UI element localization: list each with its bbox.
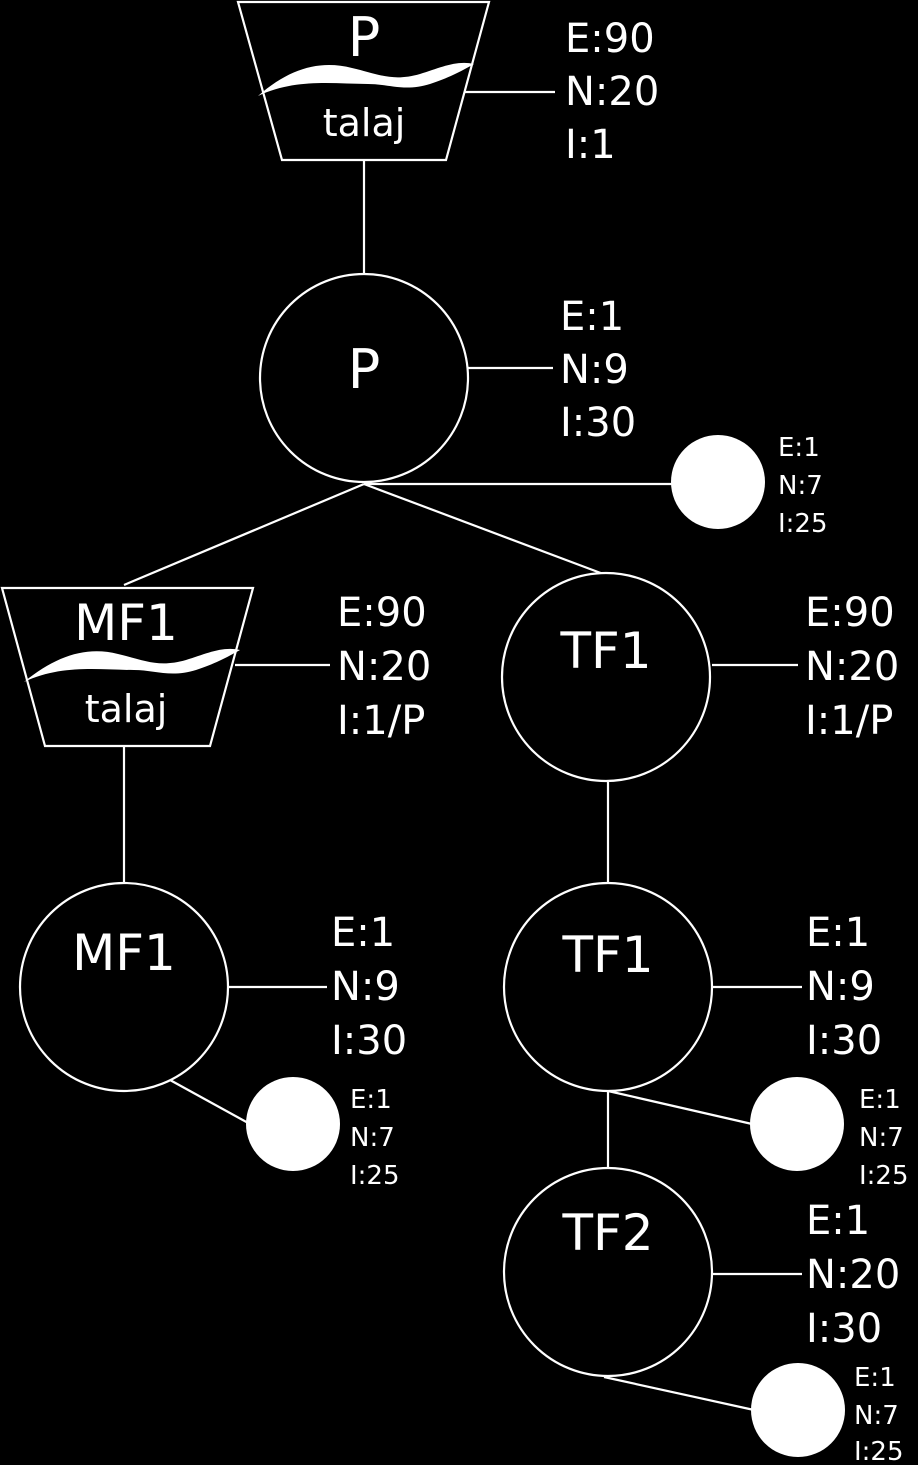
- node-label: P: [348, 338, 381, 401]
- node-label: TF1: [561, 926, 653, 984]
- node-label: P: [348, 6, 381, 69]
- node-circle: [502, 1166, 714, 1378]
- dot-tf2: E:1 N:7 I:25: [751, 1363, 904, 1465]
- stat-i: I:30: [806, 1306, 882, 1352]
- dot-stat-i: I:25: [350, 1161, 400, 1191]
- stats-ppot: E:90 N:20 I:1: [565, 16, 659, 168]
- dot-stat-e: E:1: [859, 1085, 901, 1115]
- dot-stat-e: E:1: [350, 1085, 392, 1115]
- dot-mf1: E:1 N:7 I:25: [246, 1077, 400, 1191]
- stat-i: I:30: [331, 1018, 407, 1064]
- stats-tf2: E:1 N:20 I:30: [806, 1198, 900, 1352]
- stat-e: E:90: [565, 16, 655, 62]
- dot-stat-i: I:25: [854, 1437, 904, 1465]
- connectors: [122, 90, 802, 1412]
- node-label: TF1: [559, 622, 651, 680]
- stat-n: N:20: [337, 644, 431, 690]
- node-circle: [18, 881, 230, 1093]
- dot-stat-n: N:7: [778, 471, 823, 501]
- stat-n: N:20: [806, 1252, 900, 1298]
- stat-i: I:30: [560, 400, 636, 446]
- dot-stat-e: E:1: [778, 433, 820, 463]
- node-label: MF1: [74, 594, 178, 652]
- dot-circle: [750, 1077, 844, 1171]
- node-label: MF1: [72, 924, 176, 982]
- circle-node-tf1-top: TF1: [500, 571, 712, 783]
- node-circle: [500, 571, 712, 783]
- edge-tf2-dot: [603, 1375, 755, 1412]
- node-circle: [258, 272, 470, 484]
- stat-e: E:90: [337, 590, 427, 636]
- dot-circle: [246, 1077, 340, 1171]
- stats-mf1: E:1 N:9 I:30: [331, 910, 407, 1064]
- pot-node-mf1: MF1 talaj: [0, 586, 255, 748]
- stats-tf1: E:1 N:9 I:30: [806, 910, 882, 1064]
- dot-stat-n: N:7: [854, 1401, 899, 1431]
- stat-i: I:1/P: [805, 698, 893, 744]
- stat-e: E:1: [331, 910, 395, 956]
- dot-stat-i: I:25: [859, 1161, 909, 1191]
- dot-circle: [751, 1363, 845, 1457]
- circle-node-tf1: TF1: [502, 881, 714, 1093]
- circle-node-tf2: TF2: [502, 1166, 714, 1378]
- dot-stat-n: N:7: [350, 1123, 395, 1153]
- node-label: TF2: [561, 1204, 653, 1262]
- stat-n: N:9: [331, 964, 400, 1010]
- edge-p-tf1top: [363, 482, 607, 577]
- stat-n: N:20: [565, 69, 659, 115]
- stat-n: N:9: [560, 347, 629, 393]
- node-sublabel: talaj: [85, 687, 168, 731]
- stat-e: E:1: [806, 910, 870, 956]
- dot-stat-n: N:7: [859, 1123, 904, 1153]
- stats-p: E:1 N:9 I:30: [560, 294, 636, 446]
- stat-i: I:1: [565, 122, 616, 168]
- stat-n: N:20: [805, 644, 899, 690]
- stat-i: I:1/P: [337, 698, 425, 744]
- pot-node-p: P talaj: [236, 0, 491, 162]
- edge-tf1-dot: [607, 1089, 753, 1126]
- circle-node-mf1: MF1: [18, 881, 230, 1093]
- stats-tf1top: E:90 N:20 I:1/P: [805, 590, 899, 744]
- stat-e: E:1: [806, 1198, 870, 1244]
- dot-tf1: E:1 N:7 I:25: [750, 1077, 909, 1191]
- soil-wave-icon: [258, 62, 474, 96]
- node-circle: [502, 881, 714, 1093]
- soil-wave-icon: [24, 648, 240, 682]
- circle-node-p: P: [258, 272, 470, 484]
- stat-e: E:90: [805, 590, 895, 636]
- dot-circle: [671, 435, 765, 529]
- dot-stat-i: I:25: [778, 509, 828, 539]
- stat-n: N:9: [806, 964, 875, 1010]
- stats-mf1pot: E:90 N:20 I:1/P: [337, 590, 431, 744]
- dot-stat-e: E:1: [854, 1363, 896, 1393]
- node-sublabel: talaj: [323, 101, 406, 145]
- stat-i: I:30: [806, 1018, 882, 1064]
- dot-p: E:1 N:7 I:25: [671, 433, 828, 539]
- stat-e: E:1: [560, 294, 624, 340]
- edge-mf1-dot: [169, 1079, 251, 1125]
- edge-p-mf1pot: [123, 482, 365, 587]
